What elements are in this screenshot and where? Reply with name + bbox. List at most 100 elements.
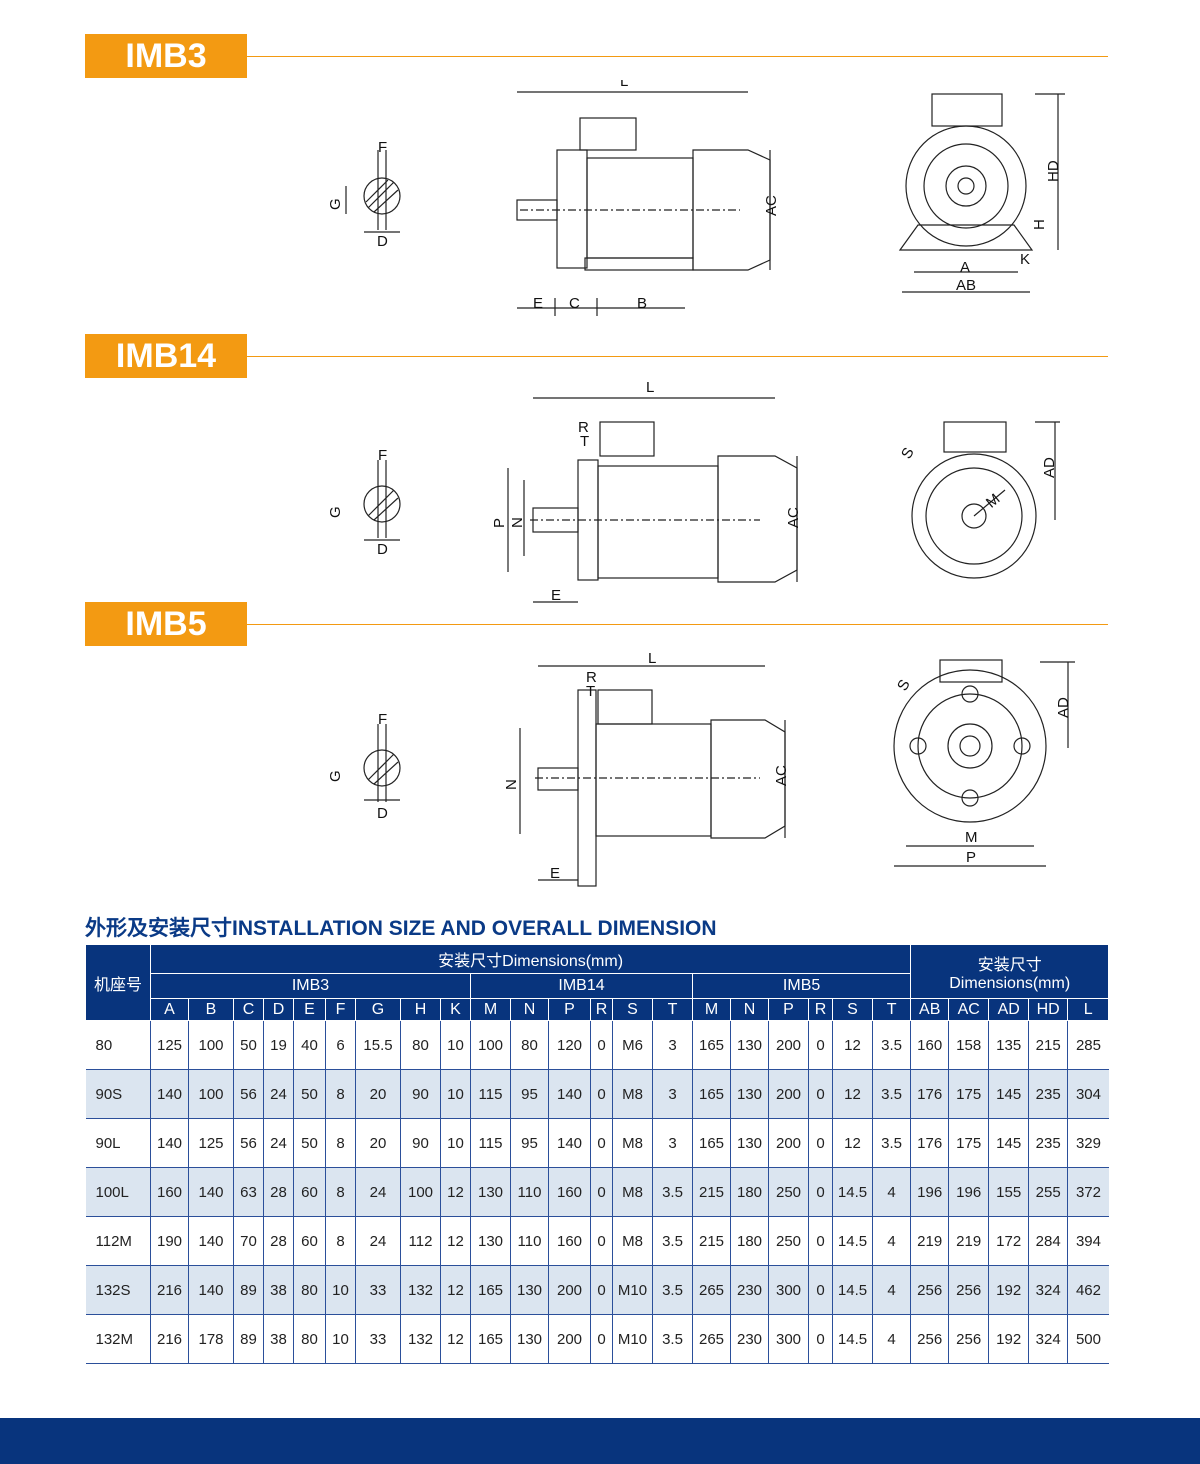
table-cell: 372 bbox=[1067, 1167, 1109, 1217]
overall-header-en: Dimensions(mm) bbox=[949, 974, 1071, 992]
table-cell: 14.5 bbox=[832, 1265, 873, 1315]
table-cell: 500 bbox=[1067, 1314, 1109, 1364]
table-cell: 110 bbox=[510, 1167, 549, 1217]
table-cell: M6 bbox=[612, 1020, 653, 1070]
column-header: N bbox=[510, 998, 549, 1021]
table-cell: 165 bbox=[470, 1265, 511, 1315]
table-cell: 130 bbox=[730, 1118, 769, 1168]
frame-cell: 90S bbox=[85, 1069, 151, 1119]
svg-text:AD: AD bbox=[1055, 697, 1072, 718]
overall-header-cn: 安装尺寸 bbox=[977, 956, 1042, 974]
table-cell: 115 bbox=[470, 1069, 511, 1119]
table-cell: 200 bbox=[768, 1069, 809, 1119]
table-cell: 50 bbox=[293, 1069, 326, 1119]
svg-text:F: F bbox=[378, 447, 387, 464]
table-cell: 3.5 bbox=[652, 1265, 693, 1315]
table-cell: 324 bbox=[1028, 1265, 1068, 1315]
table-cell: 12 bbox=[440, 1167, 471, 1217]
svg-text:AC: AC bbox=[785, 507, 802, 528]
table-cell: M10 bbox=[612, 1265, 653, 1315]
divider bbox=[247, 356, 1108, 357]
svg-text:R: R bbox=[578, 419, 589, 436]
frame-cell: 132S bbox=[85, 1265, 151, 1315]
table-cell: 200 bbox=[548, 1314, 591, 1364]
frame-cell: 80 bbox=[85, 1020, 151, 1070]
table-cell: 160 bbox=[548, 1167, 591, 1217]
divider bbox=[247, 624, 1108, 625]
table-cell: 0 bbox=[590, 1216, 613, 1266]
table-cell: 3 bbox=[652, 1020, 693, 1070]
table-cell: 3 bbox=[652, 1069, 693, 1119]
table-cell: 216 bbox=[150, 1314, 189, 1364]
column-header: A bbox=[150, 998, 189, 1021]
table-cell: 130 bbox=[470, 1167, 511, 1217]
table-cell: 160 bbox=[910, 1020, 949, 1070]
column-header: F bbox=[325, 998, 356, 1021]
table-cell: 3.5 bbox=[871, 1020, 911, 1070]
table-cell: 19 bbox=[263, 1020, 294, 1070]
table-cell: 10 bbox=[440, 1069, 471, 1119]
column-header: L bbox=[1067, 998, 1110, 1021]
table-cell: 196 bbox=[948, 1167, 989, 1217]
table-cell: 50 bbox=[293, 1118, 326, 1168]
svg-text:K: K bbox=[1020, 251, 1030, 268]
table-cell: 135 bbox=[988, 1020, 1029, 1070]
table-cell: 14.5 bbox=[832, 1314, 873, 1364]
table-cell: 132 bbox=[400, 1314, 441, 1364]
frame-cell: 112M bbox=[85, 1216, 151, 1266]
column-header: AD bbox=[988, 998, 1030, 1021]
table-cell: 112 bbox=[400, 1216, 441, 1266]
svg-text:C: C bbox=[569, 295, 580, 312]
column-header: AB bbox=[910, 998, 950, 1021]
table-cell: 196 bbox=[910, 1167, 949, 1217]
table-cell: 178 bbox=[188, 1314, 234, 1364]
table-cell: 12 bbox=[832, 1118, 873, 1168]
svg-text:E: E bbox=[533, 295, 543, 312]
table-cell: 0 bbox=[590, 1314, 613, 1364]
table-cell: 24 bbox=[263, 1118, 294, 1168]
table-cell: 95 bbox=[510, 1069, 549, 1119]
table-cell: 300 bbox=[768, 1265, 809, 1315]
table-cell: 180 bbox=[730, 1167, 769, 1217]
table-cell: 28 bbox=[263, 1216, 294, 1266]
table-cell: 265 bbox=[692, 1265, 731, 1315]
table-cell: 235 bbox=[1028, 1118, 1068, 1168]
svg-text:H: H bbox=[1031, 219, 1048, 230]
column-header: AC bbox=[948, 998, 990, 1021]
column-header: R bbox=[808, 998, 833, 1021]
table-cell: 200 bbox=[548, 1265, 591, 1315]
table-cell: 0 bbox=[590, 1020, 613, 1070]
table-cell: 145 bbox=[988, 1118, 1029, 1168]
table-cell: 300 bbox=[768, 1314, 809, 1364]
table-cell: 3 bbox=[652, 1118, 693, 1168]
table-cell: 3.5 bbox=[871, 1069, 911, 1119]
table-cell: 324 bbox=[1028, 1314, 1068, 1364]
table-cell: 160 bbox=[150, 1167, 189, 1217]
column-header: N bbox=[730, 998, 769, 1021]
section-header-imb14: IMB14 bbox=[85, 334, 1108, 380]
svg-text:D: D bbox=[377, 805, 388, 822]
table-cell: 10 bbox=[440, 1118, 471, 1168]
table-cell: 15.5 bbox=[355, 1020, 401, 1070]
table-cell: 100 bbox=[400, 1167, 441, 1217]
table-cell: 3.5 bbox=[652, 1167, 693, 1217]
column-header: P bbox=[548, 998, 591, 1021]
table-cell: 192 bbox=[988, 1265, 1029, 1315]
table-cell: 8 bbox=[325, 1167, 356, 1217]
table-cell: 0 bbox=[808, 1118, 833, 1168]
table-cell: 100 bbox=[188, 1020, 234, 1070]
column-header: R bbox=[590, 998, 613, 1021]
table-cell: 125 bbox=[150, 1020, 189, 1070]
table-cell: M10 bbox=[612, 1314, 653, 1364]
table-cell: 132 bbox=[400, 1265, 441, 1315]
svg-text:G: G bbox=[327, 770, 344, 782]
column-header: M bbox=[692, 998, 731, 1021]
table-cell: 175 bbox=[948, 1069, 989, 1119]
column-header: G bbox=[355, 998, 401, 1021]
